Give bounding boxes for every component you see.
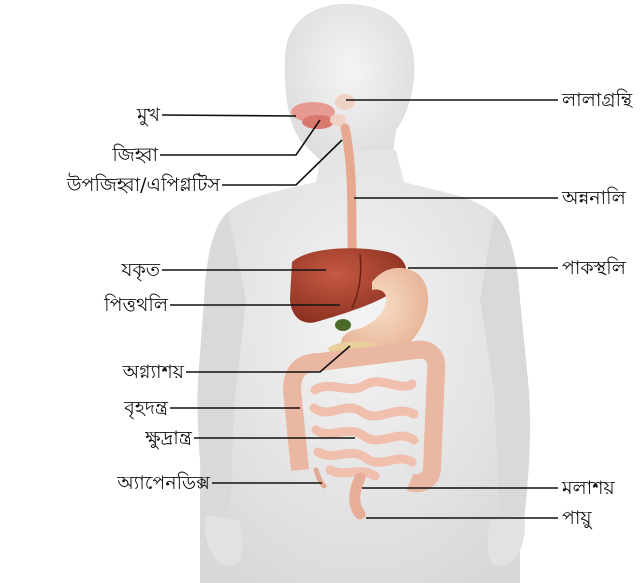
label-large-intestine: বৃহদন্ত্র — [70, 397, 168, 419]
label-stomach: পাকস্থলি — [562, 257, 626, 279]
label-esophagus: অন্ননালি — [562, 187, 626, 209]
label-mouth: মুখ — [100, 104, 160, 126]
label-liver: যকৃত — [90, 259, 160, 281]
rectum-organ — [355, 478, 360, 514]
label-gallbladder: পিত্তথলি — [60, 294, 168, 316]
label-tongue: জিহ্বা — [80, 144, 158, 166]
label-appendix: অ্যাপেনডিক্স — [60, 472, 210, 494]
label-anus: পায়ু — [562, 507, 592, 529]
label-salivary-glands: লালাগ্রন্থি — [562, 89, 632, 111]
label-epiglottis: উপজিহ্বা/এপিগ্লটিস — [2, 174, 220, 196]
label-pancreas: অগ্ন্যাশয় — [70, 361, 184, 383]
gallbladder-organ — [335, 319, 351, 331]
label-rectum: মলাশয় — [562, 477, 615, 499]
leader-mouth — [162, 115, 296, 116]
label-small-intestine: ক্ষুদ্রান্ত্র — [70, 427, 192, 449]
